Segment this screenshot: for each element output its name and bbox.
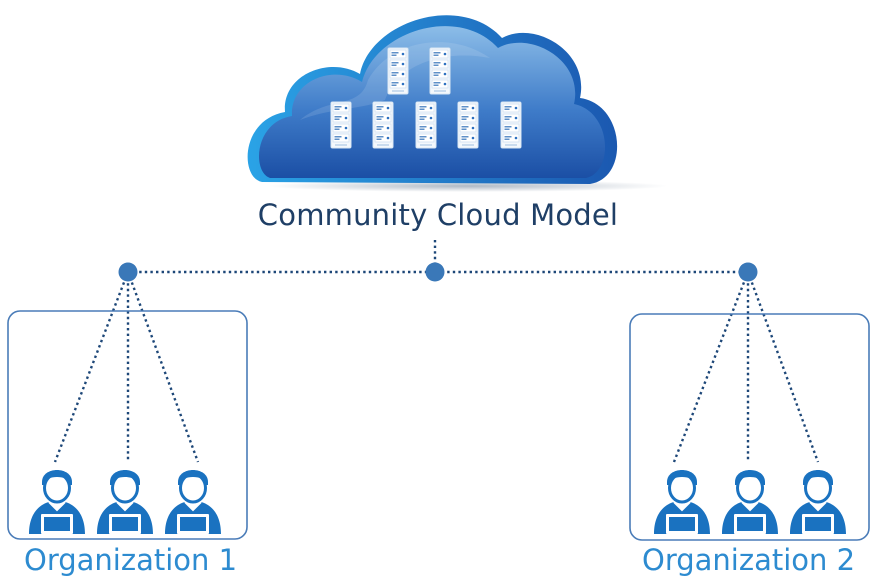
organization-1-node bbox=[118, 262, 138, 282]
server-rack-icon bbox=[500, 101, 522, 149]
server-rack-icon bbox=[415, 101, 437, 149]
organization-2-users bbox=[652, 468, 848, 536]
organization-2-box bbox=[629, 313, 870, 541]
organization-1-box bbox=[7, 310, 248, 540]
server-rack-icon bbox=[429, 47, 451, 95]
organization-1-users bbox=[27, 468, 223, 536]
user-connector bbox=[746, 271, 820, 463]
user-connector bbox=[53, 271, 130, 463]
organization-1-label: Organization 1 bbox=[24, 543, 238, 577]
user-laptop-icon bbox=[27, 468, 87, 536]
user-laptop-icon bbox=[788, 468, 848, 536]
cloud-node bbox=[425, 262, 445, 282]
server-rack-icon bbox=[457, 101, 479, 149]
organization-2-node bbox=[738, 262, 758, 282]
user-laptop-icon bbox=[163, 468, 223, 536]
server-rack-icon bbox=[330, 101, 352, 149]
user-laptop-icon bbox=[720, 468, 780, 536]
user-laptop-icon bbox=[95, 468, 155, 536]
server-rack-icon bbox=[372, 101, 394, 149]
user-laptop-icon bbox=[652, 468, 712, 536]
organization-2-label: Organization 2 bbox=[642, 543, 856, 577]
server-rack-icon bbox=[387, 47, 409, 95]
user-connector bbox=[672, 271, 750, 463]
user-connector bbox=[126, 271, 200, 463]
diagram-title: Community Cloud Model bbox=[257, 198, 619, 232]
